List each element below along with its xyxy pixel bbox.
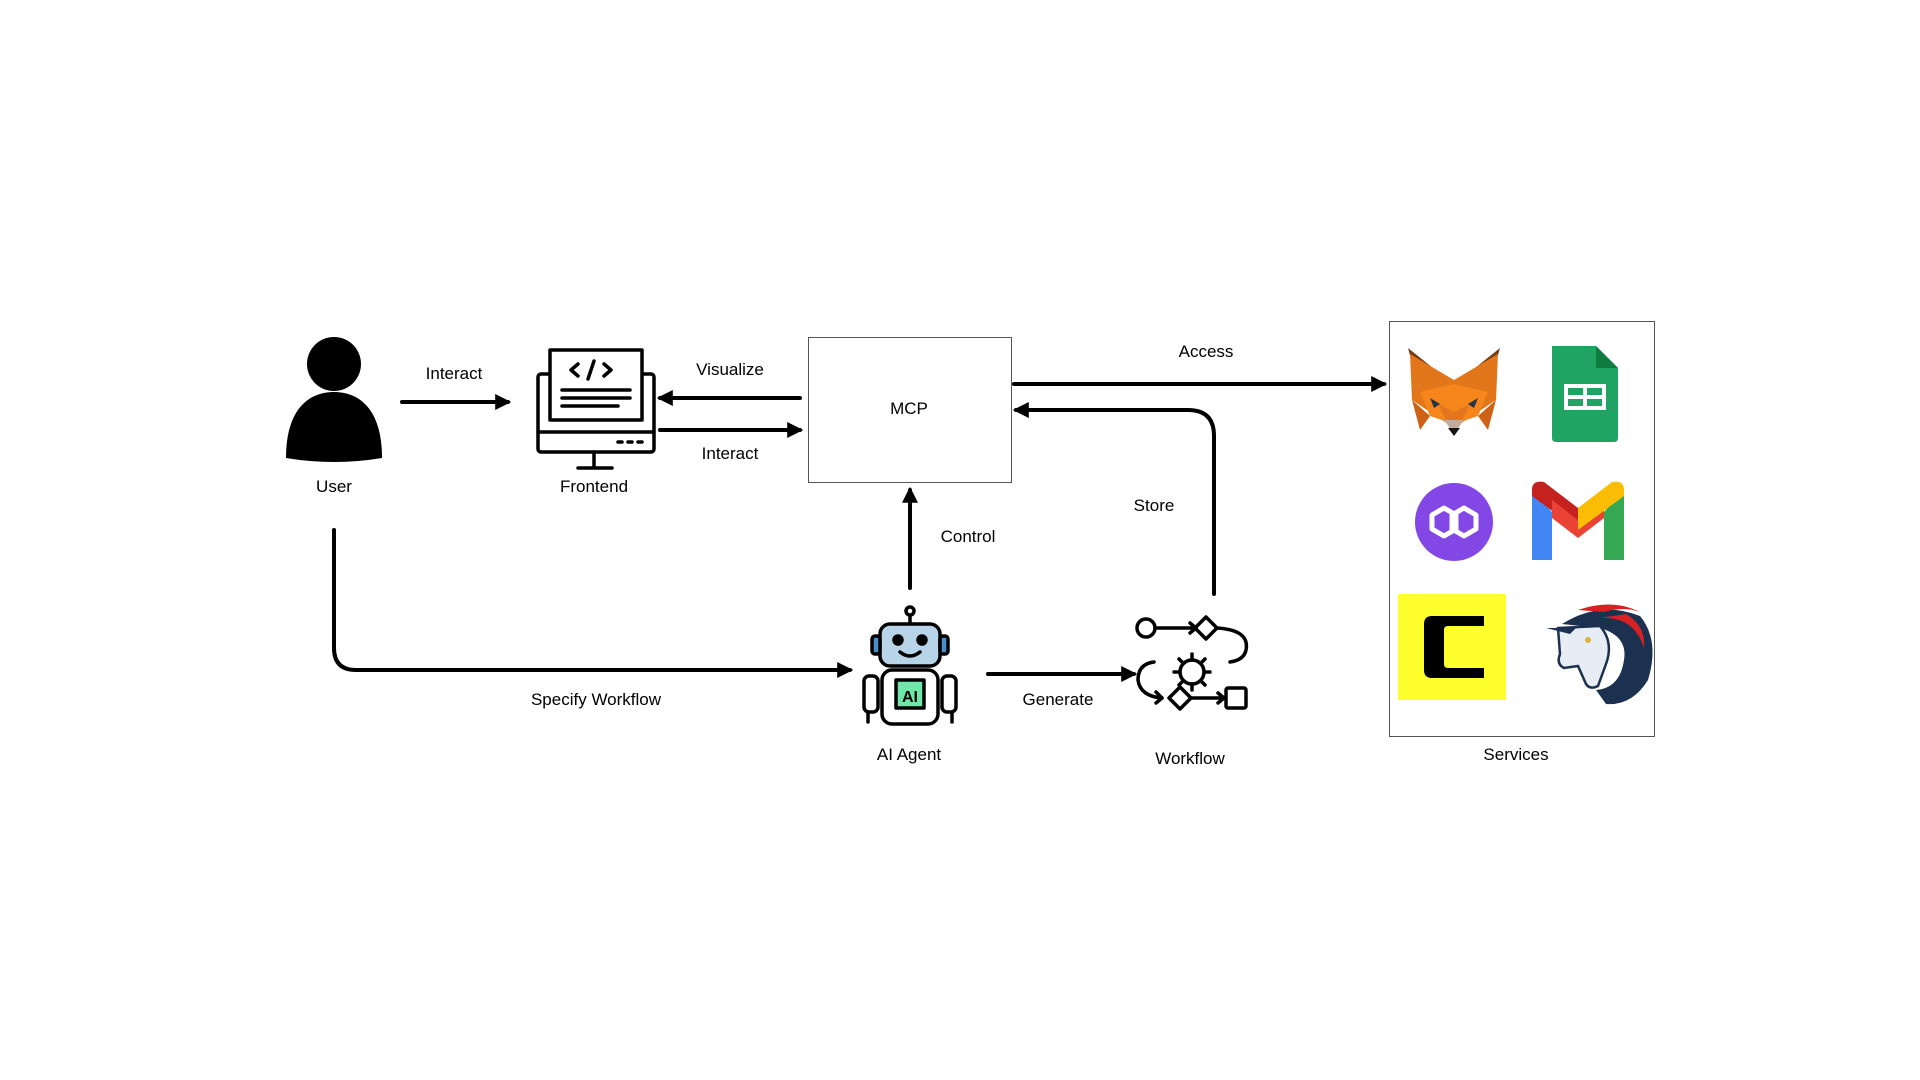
frontend-label: Frontend xyxy=(559,477,629,496)
1inch-unicorn-icon xyxy=(1546,604,1653,705)
ai-agent-label: AI Agent xyxy=(876,745,942,764)
user-label: User xyxy=(316,477,352,496)
workflow-icon xyxy=(1135,615,1249,711)
arrow-user-agent xyxy=(332,528,854,678)
edge-label-visualize: Visualize xyxy=(696,360,764,379)
arrow-workflow-mcp xyxy=(1012,402,1216,596)
edge-label-frontend-mcp: Interact xyxy=(701,444,759,463)
frontend-monitor-icon xyxy=(536,348,656,470)
edge-label-control: Control xyxy=(940,527,996,546)
gmail-icon xyxy=(1532,481,1624,560)
services-label: Services xyxy=(1483,745,1549,764)
edge-label-generate: Generate xyxy=(1022,690,1094,709)
edge-label-specify-workflow: Specify Workflow xyxy=(530,690,662,709)
polygon-icon xyxy=(1415,483,1493,561)
workflow-label: Workflow xyxy=(1155,749,1225,768)
user-icon xyxy=(286,337,382,462)
edge-label-user-frontend: Interact xyxy=(425,364,483,383)
edge-label-store: Store xyxy=(1133,496,1175,515)
mcp-label: MCP xyxy=(890,399,928,418)
ai-agent-robot-icon: AI xyxy=(862,605,958,726)
metamask-fox-icon xyxy=(1408,348,1500,436)
google-sheets-icon xyxy=(1552,346,1618,442)
mcp-box xyxy=(808,337,1012,483)
svg-text:AI: AI xyxy=(902,689,918,706)
coin-c-icon xyxy=(1398,594,1506,700)
edge-label-access: Access xyxy=(1178,342,1234,361)
